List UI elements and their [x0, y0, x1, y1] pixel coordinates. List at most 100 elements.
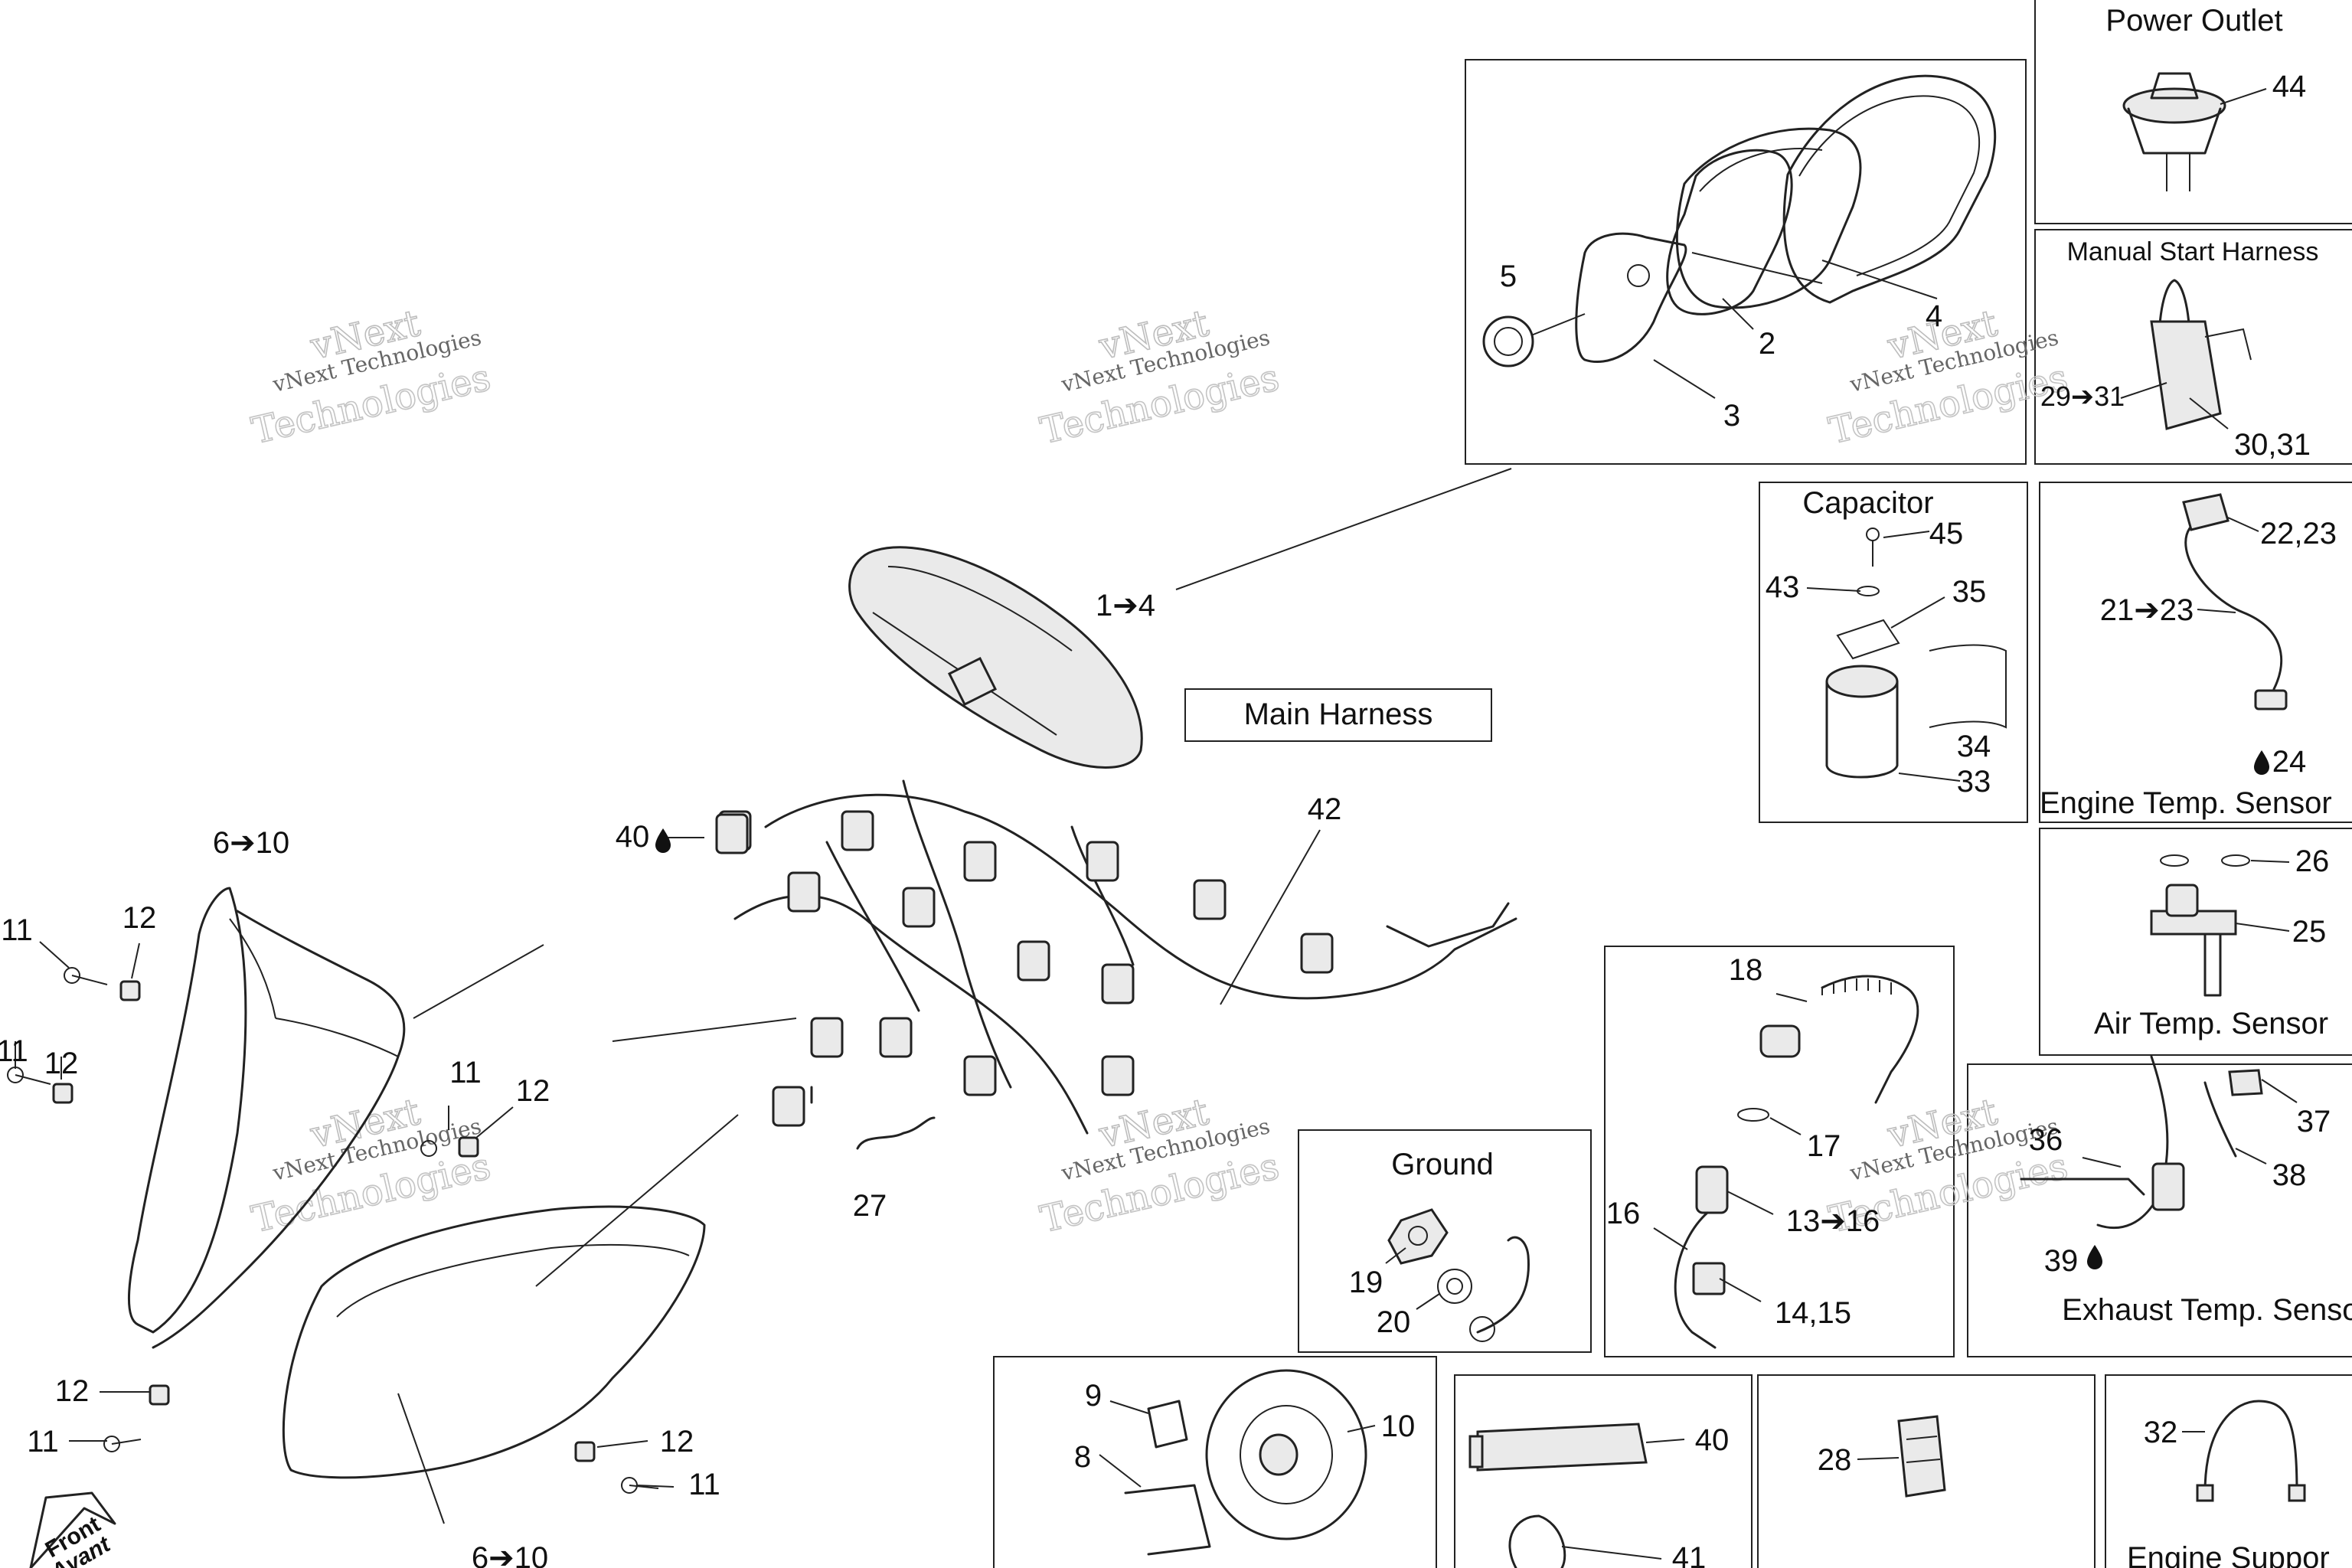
grease-panel — [1454, 1374, 1753, 1568]
ground-nut-part — [1387, 1208, 1449, 1265]
callout-28: 28 — [1818, 1443, 1852, 1477]
main-harness-label-box — [1184, 688, 1492, 742]
callout-40-main: 40 — [616, 820, 650, 854]
tie-clamp-part — [1508, 1514, 1566, 1568]
power-outlet-panel — [2034, 0, 2352, 224]
callout-29-31: 29➔31 — [2040, 381, 2125, 412]
callout-2: 2 — [1759, 327, 1775, 361]
power-outlet-title: Power Outlet — [2105, 4, 2282, 38]
callout-4: 4 — [1926, 299, 1942, 333]
sealant-drop-icon — [2254, 750, 2269, 775]
leader-6-10-top — [413, 944, 544, 1019]
ground-washer-part — [1437, 1269, 1472, 1304]
callout-6-10-top: 6➔10 — [213, 826, 289, 860]
callout-11a: 11 — [1, 913, 33, 947]
leader-2 — [1722, 298, 1754, 330]
watermark-5: vNext Technologies vNext Technologies — [1036, 1089, 1284, 1242]
leader-12c — [475, 1106, 514, 1138]
leader-1-4 — [1175, 468, 1512, 590]
leader-35 — [1890, 596, 1945, 629]
power-outlet-part — [2122, 72, 2226, 191]
horn-panel — [993, 1356, 1437, 1568]
leader-12a — [131, 942, 140, 979]
callout-12d: 12 — [55, 1374, 90, 1408]
leader-16 — [1653, 1227, 1688, 1250]
leader-22-23 — [2227, 517, 2259, 532]
air-temp-sensor-part — [2150, 854, 2250, 997]
leader-14-15 — [1719, 1278, 1762, 1302]
o-ring-part — [1737, 1108, 1769, 1122]
callout-1-4: 1➔4 — [1096, 589, 1155, 622]
horn-bracket-part — [1124, 1484, 1211, 1556]
leader-41 — [1561, 1546, 1662, 1560]
callout-45: 45 — [1929, 517, 1964, 550]
callout-11b: 11 — [0, 1034, 28, 1068]
leader-12e — [596, 1440, 648, 1448]
callout-12c: 12 — [516, 1074, 550, 1108]
engine-temp-sensor-part — [2182, 493, 2288, 710]
connector-part — [1897, 1415, 1946, 1498]
instrument-cluster-assembly — [848, 546, 1143, 769]
engine-support-panel — [2105, 1374, 2352, 1568]
leader-8 — [1099, 1454, 1142, 1488]
air-temp-sensor-title: Air Temp. Sensor — [2094, 1007, 2328, 1040]
manual-start-harness-title: Manual Start Harness — [2067, 237, 2319, 266]
headlight-housing-part — [127, 887, 406, 1349]
leader-43 — [1806, 587, 1861, 592]
callout-44: 44 — [2272, 70, 2307, 103]
cluster-bezel-part — [1782, 74, 1997, 304]
leader-36 — [2082, 1157, 2122, 1168]
manual-start-harness-panel — [2034, 229, 2352, 465]
callout-35: 35 — [1952, 575, 1987, 609]
leader-4 — [1821, 260, 1938, 299]
fuel-temp-sensor-part — [1674, 1165, 1729, 1349]
horn-part — [1205, 1369, 1367, 1540]
leader-42 — [1220, 829, 1321, 1005]
watermark-4: vNext Technologies vNext Technologies — [247, 1089, 495, 1242]
leader-44 — [2220, 88, 2267, 105]
callout-38: 38 — [2272, 1158, 2307, 1192]
leader-26 — [2250, 860, 2290, 863]
front-direction-arrow: Front Avant — [29, 1491, 116, 1568]
ground-wire-part — [1469, 1236, 1530, 1342]
exhaust-temp-sensor-title: Exhaust Temp. Sensor — [2062, 1293, 2352, 1327]
callout-24: 24 — [2272, 745, 2307, 779]
callout-43: 43 — [1766, 570, 1800, 604]
callout-5: 5 — [1500, 260, 1517, 293]
leader-30-31 — [2189, 397, 2229, 430]
exhaust-temp-sensor-part — [2020, 1055, 2263, 1230]
callout-12b: 12 — [44, 1047, 79, 1080]
leader-33 — [1898, 773, 1961, 782]
connector-40-part — [715, 813, 749, 854]
hose-27-part — [856, 1116, 936, 1150]
engine-support-title: Engine Suppor — [2127, 1541, 2330, 1568]
callout-11c: 11 — [449, 1056, 482, 1089]
leader-20 — [1416, 1293, 1440, 1310]
leader-29-31 — [2120, 382, 2167, 399]
sealant-drop-icon — [2087, 1245, 2102, 1269]
leader-17 — [1769, 1117, 1802, 1135]
watermark-1: vNext Technologies vNext Technologies — [247, 301, 495, 453]
capacitor-panel — [1759, 482, 2028, 823]
gauge-dial-part — [1482, 315, 1534, 368]
engine-temp-sensor-title: Engine Temp. Sensor — [2040, 786, 2332, 820]
callout-25: 25 — [2292, 915, 2327, 949]
grease-tube-part — [1468, 1423, 1648, 1472]
callout-42: 42 — [1308, 792, 1342, 826]
callout-36: 36 — [2029, 1123, 2063, 1157]
capacitor-title: Capacitor — [1802, 486, 1933, 520]
callout-6-10-bottom: 6➔10 — [472, 1541, 548, 1568]
leader-37 — [2261, 1079, 2298, 1103]
callout-11d: 11 — [27, 1425, 59, 1459]
callout-27: 27 — [853, 1189, 887, 1223]
leader-5 — [1530, 313, 1586, 336]
leader-13-16 — [1726, 1191, 1774, 1215]
callout-11e: 11 — [688, 1468, 720, 1501]
callout-18: 18 — [1729, 953, 1763, 987]
callout-10: 10 — [1381, 1410, 1416, 1443]
leader-38 — [2235, 1148, 2267, 1165]
callout-17: 17 — [1807, 1129, 1841, 1163]
callout-22-23: 22,23 — [2260, 517, 2337, 550]
leader-19 — [1385, 1247, 1406, 1264]
callout-13-16: 13➔16 — [1786, 1204, 1880, 1238]
